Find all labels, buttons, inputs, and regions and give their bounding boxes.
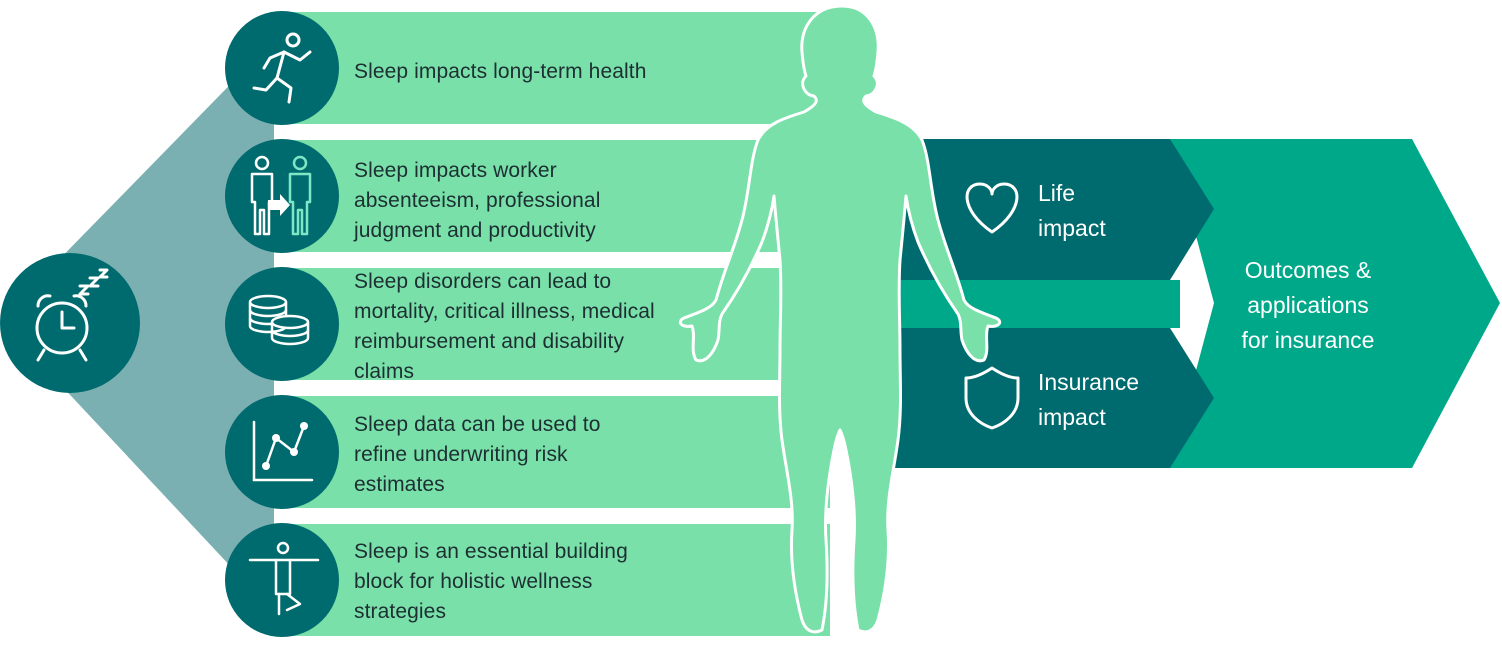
line-chart-icon	[225, 395, 339, 509]
bar-5	[270, 524, 830, 636]
bar-5-text: Sleep is an essential building block for…	[354, 540, 628, 623]
coins-icon	[225, 267, 339, 381]
life-impact-band	[880, 139, 1214, 280]
life-impact-label: Life impact	[1038, 180, 1106, 241]
outcome-arrow	[1170, 139, 1500, 468]
bar-2-text: Sleep impacts worker absenteeism, profes…	[354, 159, 601, 242]
connector-band	[880, 280, 1180, 328]
insurance-impact-band	[880, 328, 1214, 468]
people-transfer-icon	[225, 139, 339, 253]
insurance-impact-label: Insurance impact	[1038, 369, 1140, 430]
outcome-label: Outcomes & applications for insurance	[1241, 257, 1375, 353]
bar-1-text: Sleep impacts long-term health	[354, 60, 647, 83]
bar-4	[270, 396, 830, 508]
bar-4-text: Sleep data can be used to refine underwr…	[354, 413, 601, 496]
bar-1	[270, 12, 830, 124]
human-figure	[678, 4, 1002, 634]
bar-3-text: Sleep disorders can lead to mortality, c…	[354, 270, 655, 383]
shield-icon	[964, 366, 1020, 430]
yoga-pose-icon	[225, 523, 339, 637]
heart-icon	[965, 182, 1019, 234]
alarm-clock-icon	[0, 253, 140, 393]
running-person-icon	[225, 11, 339, 125]
